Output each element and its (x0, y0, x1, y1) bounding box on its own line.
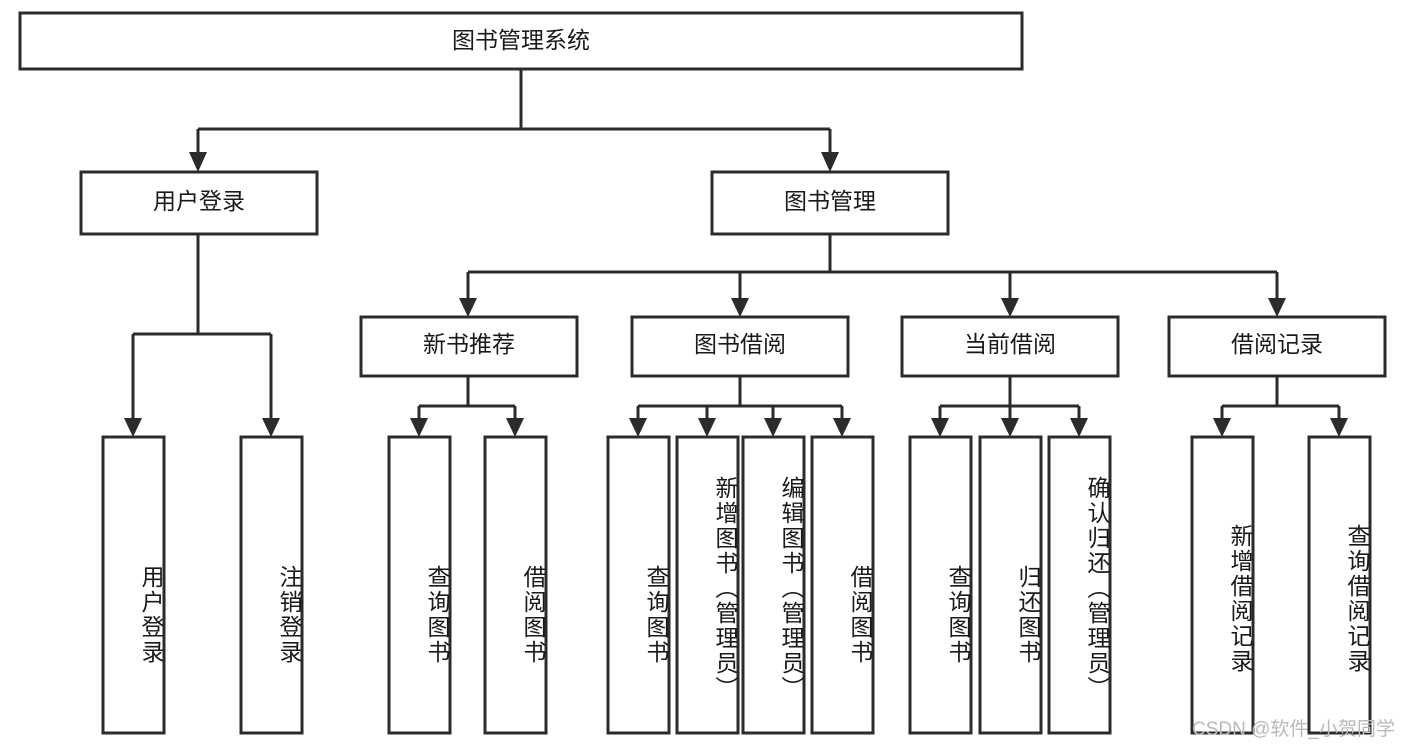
connectors-root-to-level2 (189, 69, 839, 172)
csdn-watermark: CSDN @软件_小贺同学 (1192, 719, 1395, 740)
arrowhead-user-login (189, 152, 207, 172)
arrowhead-leaf-13 (1330, 418, 1348, 437)
arrowhead-book-mgmt (821, 152, 839, 172)
node-book-borrow-box[interactable] (630, 315, 850, 378)
arrowhead-leaf-3 (410, 418, 428, 437)
arrowhead-leaf-10 (1001, 418, 1019, 437)
leaf-box-query-book-3[interactable] (908, 435, 973, 735)
node-new-book-recommend-box[interactable] (359, 315, 579, 378)
connectors-current-to-leaves (931, 376, 1088, 437)
node-new-book-recommend[interactable]: 新书推荐 (359, 315, 579, 378)
arrowhead-leaf-2 (262, 418, 280, 437)
node-user-login[interactable]: 用户登录 (79, 170, 319, 236)
node-current-borrow-box[interactable] (900, 315, 1120, 378)
leaf-box-edit-book[interactable] (741, 435, 806, 735)
leaf-box-borrow-book-2[interactable] (810, 435, 875, 735)
leaf-box-logout[interactable] (239, 435, 304, 735)
connectors-record-to-leaves (1213, 376, 1348, 437)
connectors-user-login-to-leaves (124, 234, 280, 437)
node-book-borrow-label: 图书借阅 (694, 331, 786, 357)
arrowhead-leaf-11 (1070, 418, 1088, 437)
arrowhead-leaf-5 (629, 418, 647, 437)
connectors-new-book-to-leaves (410, 376, 524, 437)
leaf-box-return-book[interactable] (978, 435, 1043, 735)
arrowhead-leaf-6 (698, 418, 716, 437)
leaf-boxes (101, 435, 1372, 735)
node-root-label: 图书管理系统 (452, 27, 590, 53)
node-book-borrow[interactable]: 图书借阅 (630, 315, 850, 378)
arrowhead-leaf-12 (1213, 418, 1231, 437)
arrowhead-borrow (731, 298, 749, 317)
leaf-box-query-book-2[interactable] (606, 435, 671, 735)
arrowhead-leaf-7 (764, 418, 782, 437)
node-borrow-record-label: 借阅记录 (1231, 331, 1323, 357)
node-root-box[interactable] (18, 11, 1024, 71)
leaf-box-query-record[interactable] (1307, 435, 1372, 735)
leaf-box-query-book-1[interactable] (387, 435, 452, 735)
arrowhead-leaf-9 (931, 418, 949, 437)
leaf-box-user-login[interactable] (101, 435, 166, 735)
connectors-borrow-to-leaves (629, 376, 851, 437)
arrowhead-leaf-1 (124, 418, 142, 437)
connectors-book-mgmt-to-level3 (459, 234, 1286, 317)
node-book-management[interactable]: 图书管理 (710, 170, 950, 236)
leaf-box-add-book[interactable] (675, 435, 740, 735)
arrowhead-record (1268, 298, 1286, 317)
node-new-book-recommend-label: 新书推荐 (423, 331, 515, 357)
arrowhead-leaf-4 (506, 418, 524, 437)
node-user-login-box[interactable] (79, 170, 319, 236)
node-borrow-record-box[interactable] (1167, 315, 1387, 378)
leaf-box-confirm-return[interactable] (1047, 435, 1112, 735)
node-current-borrow-label: 当前借阅 (964, 331, 1056, 357)
node-book-management-box[interactable] (710, 170, 950, 236)
leaf-box-borrow-book-1[interactable] (483, 435, 548, 735)
leaf-box-add-record[interactable] (1190, 435, 1255, 735)
node-root[interactable]: 图书管理系统 (18, 11, 1024, 71)
arrowhead-new-book (459, 298, 477, 317)
arrowhead-current (1001, 298, 1019, 317)
node-user-login-label: 用户登录 (153, 188, 245, 214)
node-current-borrow[interactable]: 当前借阅 (900, 315, 1120, 378)
arrowhead-leaf-8 (833, 418, 851, 437)
node-book-management-label: 图书管理 (784, 188, 876, 214)
node-borrow-record[interactable]: 借阅记录 (1167, 315, 1387, 378)
